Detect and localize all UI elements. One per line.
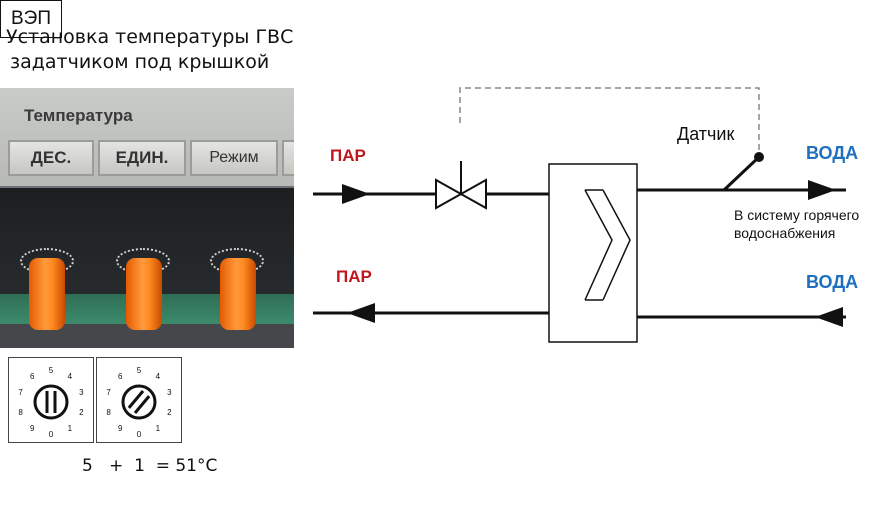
dial-digit-9: 9 — [118, 424, 123, 433]
dial-digit-5: 5 — [49, 366, 54, 375]
heat-exchanger — [548, 163, 638, 343]
hot-water-destination-note: В систему горячего водоснабжения — [734, 207, 860, 241]
sensor-label: Датчик — [677, 124, 735, 144]
dial-digit-7: 7 — [18, 388, 23, 397]
exchanger-coil-inner — [584, 189, 613, 301]
caption-line-1: Установка температуры ГВС — [6, 26, 294, 48]
water-out-arrow — [808, 180, 836, 200]
controller-photo: Температура ДЕС. ЕДИН. Режим — [0, 88, 294, 348]
key-mode: Режим — [190, 140, 278, 176]
tens-dial-knob — [29, 258, 65, 330]
key-partial — [282, 140, 294, 176]
control-signal-line — [459, 87, 760, 155]
dial-digit-1: 1 — [68, 424, 73, 433]
dial-digit-9: 9 — [30, 424, 35, 433]
water-out-label: ВОДА — [806, 143, 859, 163]
dial-digit-8: 8 — [18, 408, 23, 417]
dial-digit-4: 4 — [156, 372, 161, 381]
units-dial-knob — [126, 258, 162, 330]
temperature-formula: 5 + 1 = 51°С — [82, 456, 218, 476]
dial-digit-3: 3 — [79, 388, 84, 397]
caption-line-2: задатчиком под крышкой — [10, 51, 270, 73]
mode-dial-knob — [220, 258, 256, 330]
front-panel: Температура ДЕС. ЕДИН. Режим — [0, 88, 294, 186]
water-in-label: ВОДА — [806, 272, 859, 292]
steam-out-arrow — [347, 303, 375, 323]
switch-pointer-vertical — [45, 391, 57, 413]
dial-digit-8: 8 — [106, 408, 111, 417]
dial-digit-5: 5 — [137, 366, 142, 375]
dial-digit-6: 6 — [30, 372, 35, 381]
key-units: ЕДИН. — [98, 140, 186, 176]
dial-digit-1: 1 — [156, 424, 161, 433]
dial-digit-0: 0 — [49, 430, 54, 439]
key-tens: ДЕС. — [8, 140, 94, 176]
dial-digit-2: 2 — [79, 408, 84, 417]
rotary-switch-units-drawing: 0 12 34 5 67 89 — [106, 366, 172, 439]
valve-actuator-box: ВЭП — [0, 0, 62, 38]
dial-digit-3: 3 — [167, 388, 172, 397]
dial-digit-2: 2 — [167, 408, 172, 417]
control-valve-icon — [435, 178, 487, 210]
steam-out-label: ПАР — [336, 267, 372, 286]
dial-digit-4: 4 — [68, 372, 73, 381]
exchanger-coil-outer — [602, 189, 631, 301]
water-in-arrow — [815, 307, 843, 327]
switch-pointer-diagonal — [127, 390, 151, 414]
dial-digit-0: 0 — [137, 430, 142, 439]
sensor-probe — [722, 155, 761, 192]
steam-in-arrow — [342, 184, 370, 204]
rotary-switch-tens-drawing: 0 12 34 5 67 89 — [18, 366, 84, 439]
steam-in-label: ПАР — [330, 146, 366, 165]
sensor-icon — [754, 152, 764, 162]
dial-digit-7: 7 — [106, 388, 111, 397]
dial-digit-6: 6 — [118, 372, 123, 381]
panel-label: Температура — [24, 106, 133, 125]
